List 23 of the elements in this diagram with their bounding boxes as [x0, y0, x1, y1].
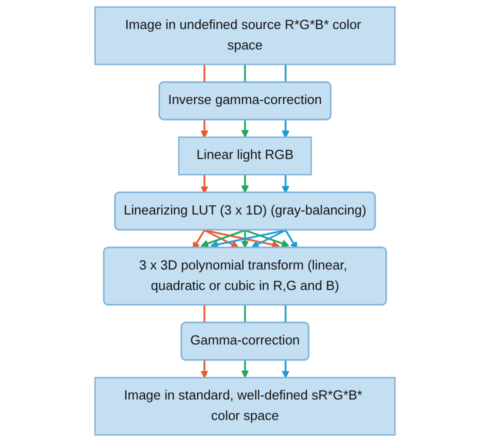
- arrow: [241, 230, 249, 248]
- connector: [244, 305, 246, 323]
- connector: [284, 64, 286, 82]
- arrow: [244, 229, 290, 248]
- node-box: Linear light RGB: [178, 136, 312, 176]
- arrow: [241, 174, 249, 194]
- arrow: [282, 174, 290, 194]
- arrow: [251, 229, 286, 248]
- arrow: [200, 174, 208, 194]
- arrow: [241, 120, 249, 138]
- arrow: [200, 120, 208, 138]
- connector: [244, 64, 246, 82]
- node-box: Image in undefined source R*G*B* color space: [94, 6, 396, 66]
- connector: [204, 64, 206, 82]
- connector: [284, 305, 286, 323]
- arrow: [204, 229, 239, 248]
- arrow: [241, 360, 249, 378]
- connector: [204, 305, 206, 323]
- node-box: Image in standard, well-defined sR*G*B* color space: [94, 376, 396, 436]
- arrow: [200, 360, 208, 378]
- arrow: [282, 360, 290, 378]
- arrow: [200, 229, 246, 248]
- arrow: [282, 120, 290, 138]
